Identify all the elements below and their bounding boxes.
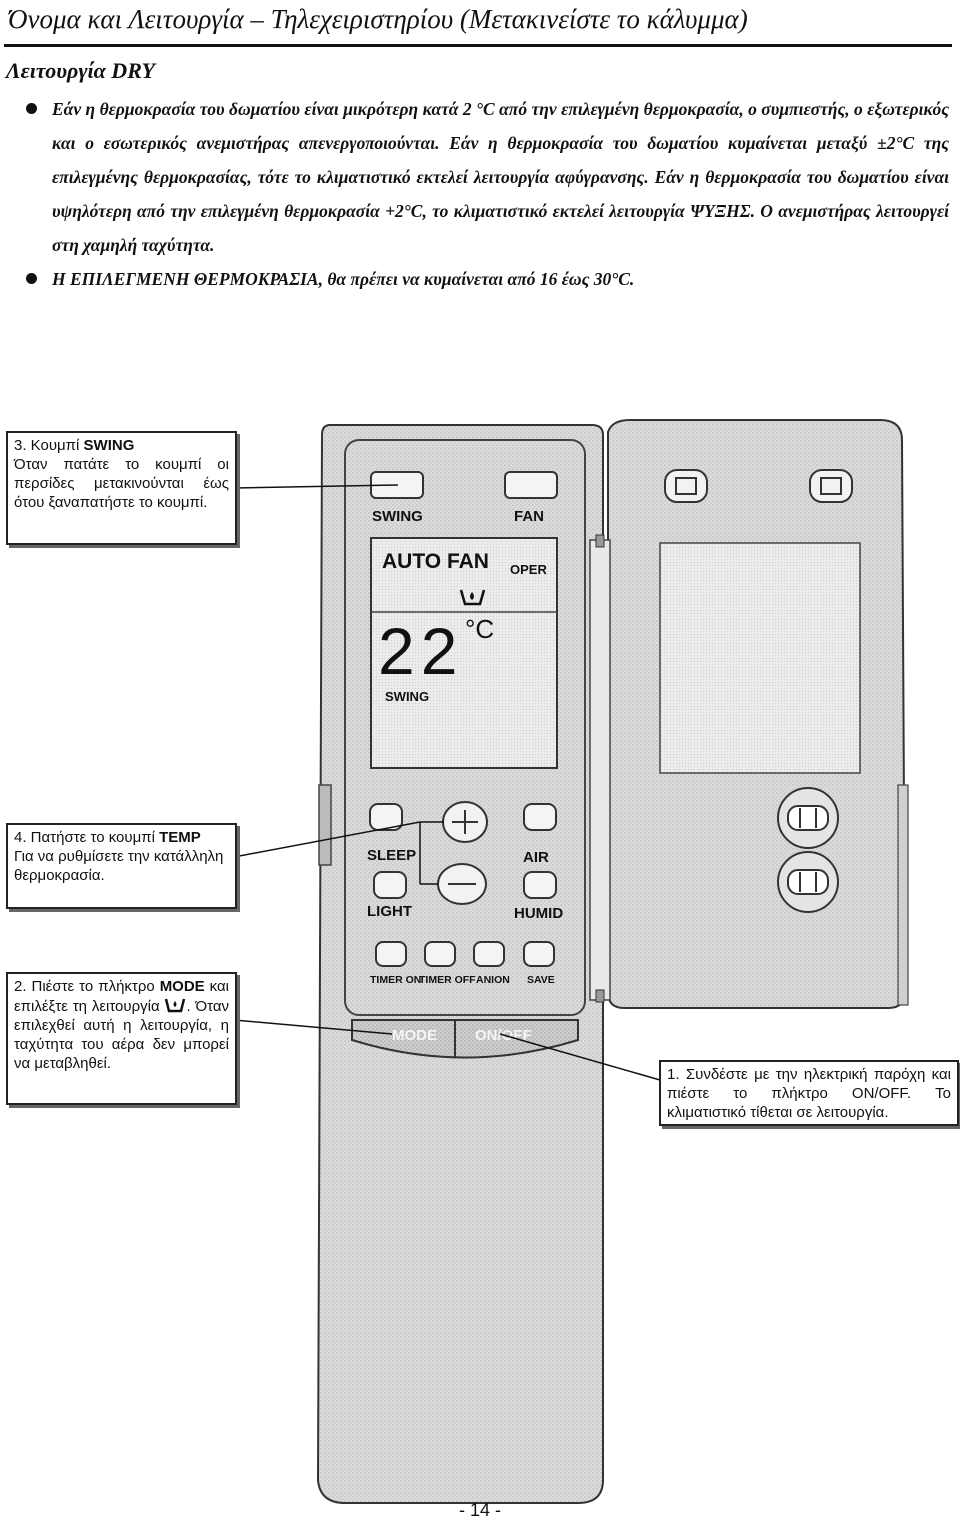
dry-mode-icon [165, 998, 186, 1013]
save-label: SAVE [527, 974, 555, 986]
dry-mode-icon [459, 589, 486, 606]
bullet-item: Η ΕΠΙΛΕΓΜΕΝΗ ΘΕΡΜΟΚΡΑΣΙΑ, θα πρέπει να κ… [24, 262, 949, 296]
lcd-swing: SWING [385, 689, 429, 704]
bullet-text: Η ΕΠΙΛΕΓΜΕΝΗ ΘΕΡΜΟΚΡΑΣΙΑ, θα πρέπει να κ… [52, 269, 635, 289]
temp-note: 4. Πατήστε το κουμπί TEMP Για να ρυθμίσε… [6, 823, 237, 909]
temp-key: TEMP [159, 829, 201, 846]
light-button[interactable] [373, 871, 407, 899]
anion-label: ANION [476, 974, 510, 986]
bullet-item: Εάν η θερμοκρασία του δωματίου είναι μικ… [24, 92, 949, 262]
mode-onoff-strip [351, 1019, 579, 1059]
bullet-list: Εάν η θερμοκρασία του δωματίου είναι μικ… [24, 92, 949, 296]
page-title: Όνομα και Λειτουργία – Τηλεχειριστηρίου … [8, 4, 748, 34]
save-button[interactable] [523, 941, 555, 967]
swing-note: 3. Κουμπί SWING Όταν πατάτε το κουμπί οι… [6, 431, 237, 545]
clip-icon [664, 469, 708, 503]
page-number: - 14 - [458, 1500, 501, 1520]
remote-cover [589, 419, 909, 1009]
clip-icon [809, 469, 853, 503]
lcd-unit: °C [465, 614, 494, 644]
fan-button[interactable] [504, 471, 558, 499]
hinge-icon [777, 787, 839, 913]
sleep-label: SLEEP [367, 847, 416, 864]
lcd-temperature: 22 [378, 614, 463, 688]
air-button[interactable] [523, 803, 557, 831]
temp-up-button[interactable] [442, 801, 488, 843]
section-heading: Λειτουργία DRY [6, 58, 155, 83]
humid-label: HUMID [514, 905, 563, 922]
swing-label: SWING [372, 508, 423, 525]
anion-button[interactable] [473, 941, 505, 967]
lcd-oper: OPER [510, 562, 547, 577]
lcd-fan-mode: AUTO FAN [382, 550, 489, 573]
mode-note: 2. Πιέστε το πλήκτρο MODE και επιλέξτε τ… [6, 972, 237, 1105]
temp-note-title: 4. Πατήστε το κουμπί TEMP [14, 829, 201, 846]
lcd-display [370, 537, 558, 769]
timer-on-button[interactable] [375, 941, 407, 967]
title-rule [4, 44, 952, 47]
timer-off-button[interactable] [424, 941, 456, 967]
mode-label: MODE [392, 1027, 437, 1044]
temp-down-button[interactable] [437, 863, 487, 905]
bullet-text: Εάν η θερμοκρασία του δωματίου είναι μικ… [52, 99, 949, 255]
light-label: LIGHT [367, 903, 412, 920]
air-label: AIR [523, 849, 549, 866]
leader-lines [233, 484, 661, 1081]
sleep-button[interactable] [369, 803, 403, 831]
humid-button[interactable] [523, 871, 557, 899]
swing-note-title: 3. Κουμπί SWING [14, 437, 135, 454]
fan-label: FAN [514, 508, 544, 525]
timer-off-label: TIMER OFF [419, 974, 476, 986]
mode-key: MODE [159, 978, 205, 995]
swing-note-text: Όταν πατάτε το κουμπί οι περσίδες μετακι… [14, 456, 229, 511]
temp-note-text: Για να ρυθμίσετε την κατάλληλη θερμοκρασ… [14, 848, 224, 884]
power-note: 1. Συνδέστε με την ηλεκτρική παρόχη και … [659, 1060, 959, 1126]
power-note-text: 1. Συνδέστε με την ηλεκτρική παρόχη και … [667, 1066, 951, 1121]
swing-key: SWING [83, 437, 135, 454]
timer-on-label: TIMER ON [370, 974, 421, 986]
